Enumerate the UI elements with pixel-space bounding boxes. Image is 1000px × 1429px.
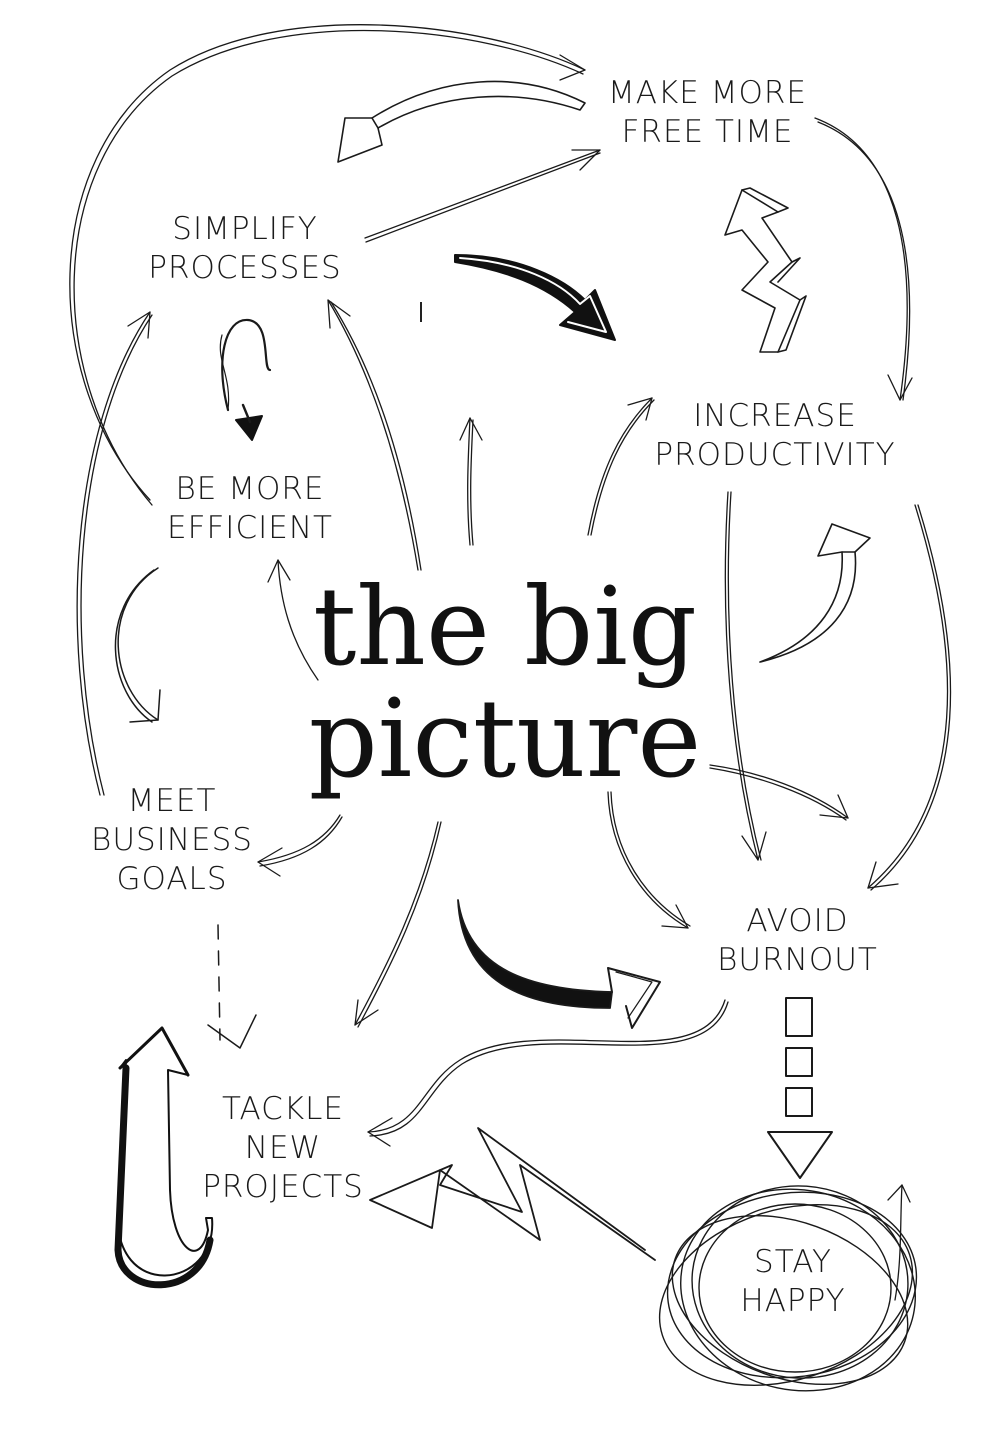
node-meet-business-goals: MEET BUSINESS GOALS <box>82 782 262 899</box>
squiggle-arrow-to-efficient <box>219 318 272 441</box>
node-avoid-burnout-line2: BURNOUT <box>717 942 878 978</box>
arrow-free-time-to-productivity <box>814 117 913 401</box>
node-meet-business-goals-line2: BUSINESS <box>91 822 253 858</box>
node-increase-productivity-line2: PRODUCTIVITY <box>654 437 896 473</box>
arrow-center-up <box>459 417 483 546</box>
node-tackle-new-projects: TACKLE NEW PROJECTS <box>188 1090 378 1207</box>
node-tackle-new-projects-line1: TACKLE <box>221 1091 345 1127</box>
dashed-arrow-goals-to-tackle <box>207 924 257 1049</box>
arrow-center-to-efficient <box>267 559 319 681</box>
node-be-more-efficient: BE MORE EFFICIENT <box>150 470 350 548</box>
node-meet-business-goals-line3: GOALS <box>116 861 228 897</box>
lightning-arrow-to-tackle <box>369 1127 656 1261</box>
arrow-center-right <box>709 764 849 821</box>
bold-arrow-to-productivity <box>454 254 616 341</box>
hollow-arrow-up-right <box>759 523 871 663</box>
node-make-more-free-time: MAKE MORE FREE TIME <box>590 74 825 152</box>
arrow-productivity-to-burnout <box>724 491 767 861</box>
arrow-goals-to-simplify <box>76 311 153 796</box>
node-increase-productivity: INCREASE PRODUCTIVITY <box>635 397 915 475</box>
node-stay-happy-line2: HAPPY <box>740 1283 846 1319</box>
arrow-productivity-right-down <box>867 504 952 891</box>
block-dashed-arrow-to-happy <box>767 997 833 1179</box>
node-stay-happy-line1: STAY <box>754 1244 832 1280</box>
page-title: the big picture <box>270 572 740 796</box>
node-tackle-new-projects-line2: NEW <box>244 1130 322 1166</box>
node-tackle-new-projects-line3: PROJECTS <box>202 1169 364 1205</box>
node-simplify-processes-line2: PROCESSES <box>148 250 342 286</box>
node-be-more-efficient-line1: BE MORE <box>175 471 325 507</box>
bold-hook-arrow <box>114 1026 214 1289</box>
arrow-burnout-to-tackle <box>367 999 729 1147</box>
node-simplify-processes-line1: SIMPLIFY <box>172 211 318 247</box>
node-stay-happy: STAY HAPPY <box>718 1243 868 1321</box>
node-increase-productivity-line1: INCREASE <box>693 398 857 434</box>
node-avoid-burnout-line1: AVOID <box>746 903 849 939</box>
page-title-line2: picture <box>308 677 702 802</box>
node-make-more-free-time-line2: FREE TIME <box>621 114 794 150</box>
node-simplify-processes: SIMPLIFY PROCESSES <box>135 210 355 288</box>
arrow-center-to-tackle <box>354 821 442 1028</box>
stray-mark <box>420 302 422 322</box>
zigzag-up-arrow <box>724 187 807 353</box>
arrow-happy-loop <box>887 1184 911 1301</box>
arrow-simplify-to-free-time <box>364 149 601 243</box>
hollow-arrow-to-simplify <box>337 80 586 163</box>
arrow-center-to-productivity <box>587 397 655 536</box>
node-be-more-efficient-line2: EFFICIENT <box>167 510 333 546</box>
arrow-center-to-simplify <box>327 299 422 571</box>
arrow-efficient-to-goals <box>114 567 161 723</box>
node-meet-business-goals-line1: MEET <box>127 783 217 819</box>
bold-hollow-arrow-to-burnout <box>457 899 661 1029</box>
node-avoid-burnout: AVOID BURNOUT <box>700 902 895 980</box>
scribble-circle-happy <box>658 1185 918 1392</box>
arrow-center-to-burnout <box>607 791 691 929</box>
node-make-more-free-time-line1: MAKE MORE <box>608 75 807 111</box>
arrow-center-to-goals <box>257 814 343 877</box>
arrow-efficient-to-free-time <box>69 24 586 506</box>
page-title-line1: the big <box>312 565 697 690</box>
